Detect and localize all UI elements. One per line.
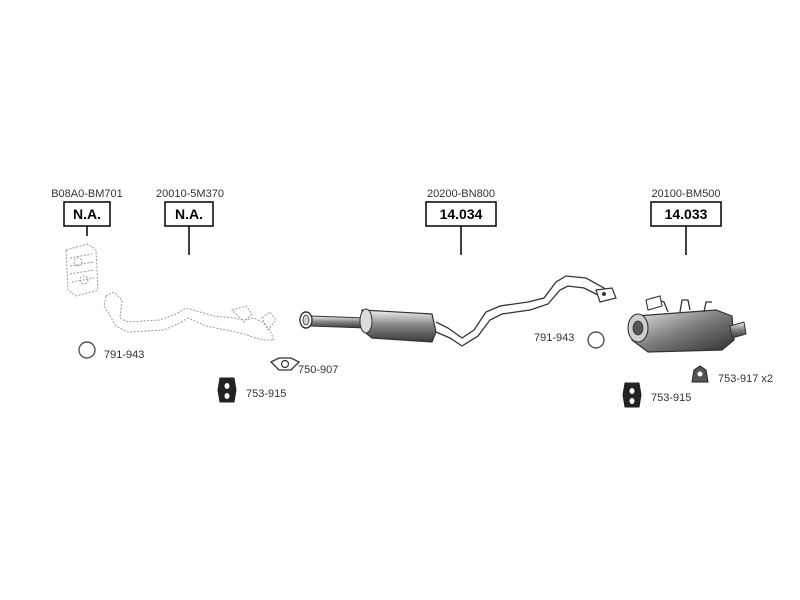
fitting-label: 750-907 — [298, 364, 338, 376]
reference-box[interactable]: 14.034 — [425, 201, 497, 227]
svg-text:N.A.: N.A. — [73, 206, 101, 222]
mounting-bracket-icon — [691, 365, 709, 383]
catalyst-part[interactable] — [65, 243, 99, 297]
center-pipe-part[interactable] — [299, 275, 617, 347]
reference-box[interactable]: N.A. — [63, 201, 111, 227]
fitting-4[interactable]: 791-943 — [534, 331, 605, 349]
part-number-label: 20200-BN800 — [427, 188, 495, 200]
reference-box[interactable]: 14.033 — [650, 201, 722, 227]
assembly-4: 20100-BM500 14.033 — [627, 188, 747, 353]
fitting-3[interactable]: 753-915 — [217, 377, 286, 403]
rubber-hanger-icon — [217, 377, 237, 403]
fitting-label: 791-943 — [534, 332, 574, 344]
fitting-label: 753-915 — [651, 392, 691, 404]
rear-silencer-part[interactable] — [627, 295, 747, 353]
svg-text:N.A.: N.A. — [175, 206, 203, 222]
front-pipe-part[interactable] — [103, 291, 277, 341]
fitting-label: 791-943 — [104, 349, 144, 361]
fitting-label: 753-917 x2 — [718, 373, 773, 385]
part-number-label: 20010-5M370 — [156, 188, 224, 200]
gasket-icon — [269, 357, 301, 371]
svg-text:14.034: 14.034 — [440, 206, 483, 222]
part-number-label: B08A0-BM701 — [51, 188, 123, 200]
part-number-label: 20100-BM500 — [651, 188, 720, 200]
fitting-6[interactable]: 753-917 x2 — [691, 365, 773, 385]
assembly-2: 20010-5M370 N.A. — [103, 188, 277, 341]
svg-text:14.033: 14.033 — [665, 206, 708, 222]
fitting-label: 753-915 — [246, 388, 286, 400]
fitting-1[interactable]: 791-943 — [78, 341, 144, 361]
rubber-hanger-icon — [622, 382, 642, 408]
reference-box[interactable]: N.A. — [164, 201, 214, 227]
assembly-1: B08A0-BM701 N.A. — [51, 188, 123, 297]
fitting-2[interactable]: 750-907 — [269, 357, 338, 376]
fitting-5[interactable]: 753-915 — [622, 382, 691, 408]
assembly-3: 20200-BN800 14.034 — [299, 188, 617, 347]
ring-icon — [587, 331, 605, 349]
ring-icon — [78, 341, 96, 359]
